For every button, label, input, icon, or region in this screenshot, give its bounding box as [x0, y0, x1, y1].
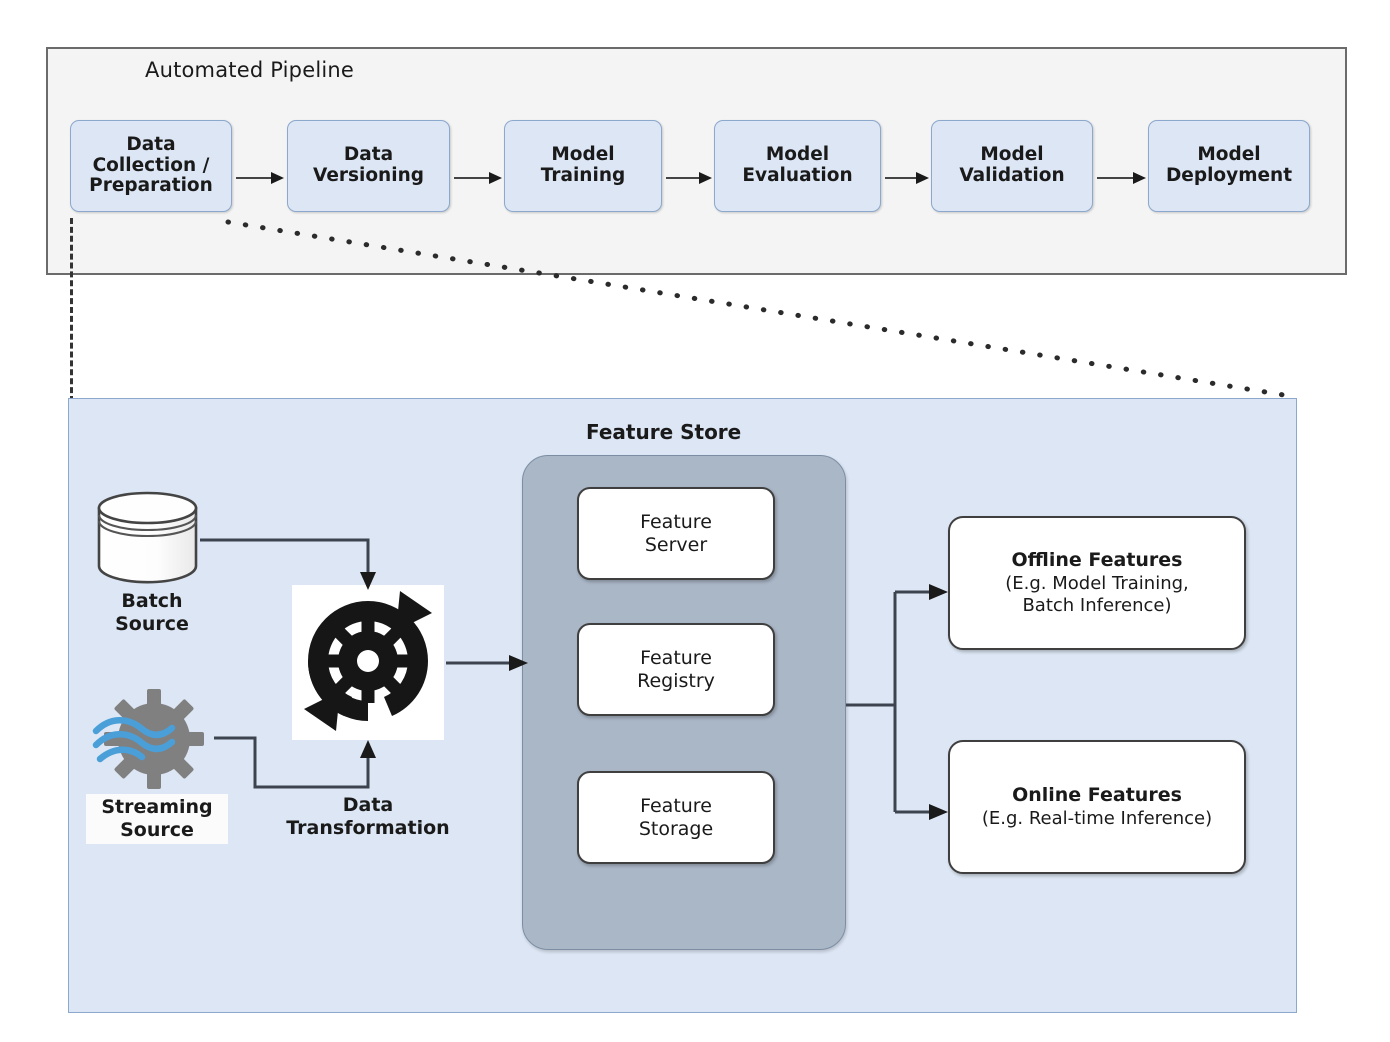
feature-store-component-label: Feature Registry: [637, 646, 715, 692]
pipeline-stage-label: Data Collection / Preparation: [89, 133, 213, 197]
feature-store-component-label: Feature Server: [640, 510, 712, 556]
data-transformation-label: Data Transformation: [286, 794, 450, 839]
pipeline-stage-label: Model Evaluation: [742, 144, 853, 186]
pipeline-stage-label: Data Versioning: [313, 144, 424, 186]
data-transformation-icon: [292, 585, 444, 740]
streaming-source-label: Streaming Source: [86, 794, 228, 844]
pipeline-arrow-icon: [666, 172, 712, 184]
batch-source-label: Batch Source: [115, 590, 189, 635]
output-box-title: Offline Features: [1011, 549, 1183, 572]
pipeline-stage-model-deployment[interactable]: Model Deployment: [1148, 120, 1310, 212]
stream-gear-icon: [88, 683, 216, 795]
output-box-subtitle-line: (E.g. Real-time Inference): [981, 807, 1213, 829]
pipeline-stage-label: Model Training: [540, 144, 626, 186]
pipeline-stage-label: Model Deployment: [1165, 144, 1293, 186]
feature-store-component-feature-registry[interactable]: Feature Registry: [577, 623, 775, 716]
pipeline-stage-label: Model Validation: [959, 144, 1065, 186]
pipeline-stage-model-validation[interactable]: Model Validation: [931, 120, 1093, 212]
pipeline-arrow-icon: [885, 172, 929, 184]
output-box-subtitle-line: (E.g. Model Training,: [1005, 572, 1189, 594]
feature-store-component-label: Feature Storage: [638, 794, 714, 840]
feature-store-title: Feature Store: [586, 420, 742, 444]
output-box-title: Online Features: [1012, 784, 1182, 807]
output-box-online-features[interactable]: Online Features (E.g. Real-time Inferenc…: [948, 740, 1246, 874]
pipeline-stage-model-evaluation[interactable]: Model Evaluation: [714, 120, 881, 212]
pipeline-arrow-icon: [1097, 172, 1146, 184]
pipeline-arrow-icon: [236, 172, 284, 184]
feature-store-component-feature-server[interactable]: Feature Server: [577, 487, 775, 580]
output-box-offline-features[interactable]: Offline Features (E.g. Model Training, B…: [948, 516, 1246, 650]
pipeline-stage-data-versioning[interactable]: Data Versioning: [287, 120, 450, 212]
feature-store-component-feature-storage[interactable]: Feature Storage: [577, 771, 775, 864]
pipeline-arrow-icon: [454, 172, 502, 184]
automated-pipeline-title: Automated Pipeline: [145, 58, 355, 82]
pipeline-stage-data-collection-preparation[interactable]: Data Collection / Preparation: [70, 120, 232, 212]
expansion-connector-vertical-dashed: [70, 218, 73, 402]
output-box-subtitle-line: Batch Inference): [1022, 594, 1172, 616]
database-icon: [95, 490, 200, 585]
pipeline-stage-model-training[interactable]: Model Training: [504, 120, 662, 212]
